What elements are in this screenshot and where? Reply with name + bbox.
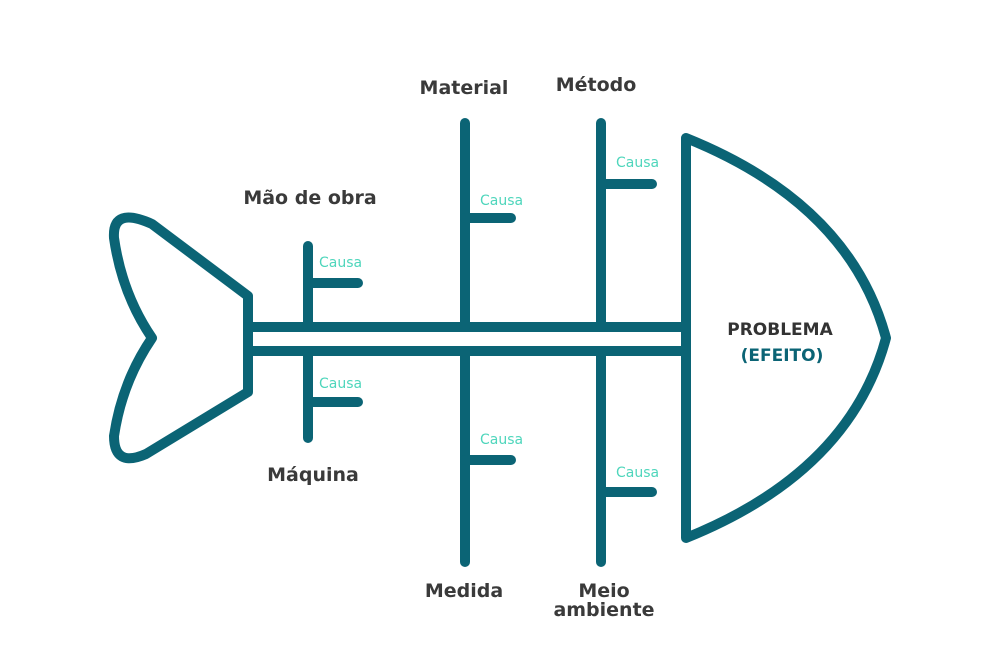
cause-label-metodo: Causa xyxy=(616,155,659,171)
category-label-maquina: Máquina xyxy=(267,464,359,486)
category-label-medida: Medida xyxy=(425,580,503,602)
fish-tail xyxy=(108,212,253,464)
effect-title: PROBLEMA xyxy=(727,320,833,340)
effect-subtitle: (EFEITO) xyxy=(741,346,824,366)
category-label-metodo: Método xyxy=(556,74,637,96)
cause-label-material: Causa xyxy=(480,193,523,209)
category-label-meio-ambiente-line2: ambiente xyxy=(553,599,654,621)
category-label-meio-ambiente-line1: Meio xyxy=(578,580,629,602)
cause-label-mao-de-obra: Causa xyxy=(319,255,362,271)
cause-label-medida: Causa xyxy=(480,432,523,448)
cause-label-meio-ambiente: Causa xyxy=(616,465,659,481)
cause-label-maquina: Causa xyxy=(319,376,362,392)
category-label-mao-de-obra: Mão de obra xyxy=(243,187,376,209)
fish-head xyxy=(681,133,891,543)
category-label-material: Material xyxy=(420,77,509,99)
